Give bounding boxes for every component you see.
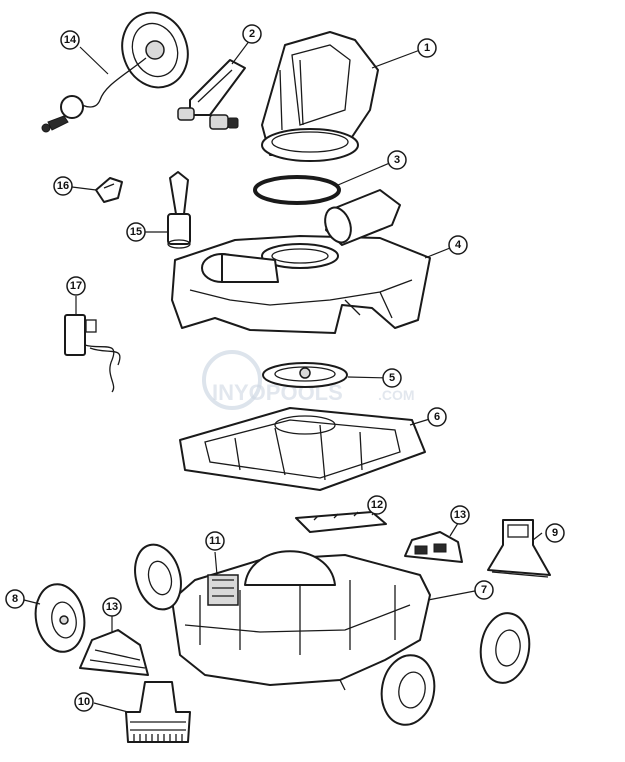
part-4-top-shell bbox=[171, 189, 431, 334]
callout-10-label: 10 bbox=[78, 696, 90, 708]
part-9-brush-holder bbox=[487, 519, 551, 578]
part-14-swivel-hose bbox=[41, 11, 189, 133]
callout-9: 9 bbox=[545, 523, 565, 543]
watermark-suffix: .COM bbox=[378, 387, 415, 403]
part-1-top-housing bbox=[261, 31, 379, 162]
callout-13-lower: 13 bbox=[102, 597, 122, 617]
callout-11: 11 bbox=[205, 531, 225, 551]
wheel-lower-right bbox=[380, 654, 436, 726]
callout-1-label: 1 bbox=[424, 42, 430, 54]
callout-14-label: 14 bbox=[64, 34, 77, 46]
callout-1: 1 bbox=[417, 38, 437, 58]
part-7-chassis bbox=[171, 550, 431, 691]
part-15-latch bbox=[167, 171, 191, 249]
callout-12: 12 bbox=[367, 495, 387, 515]
callout-8-label: 8 bbox=[12, 593, 18, 605]
part-16-clip bbox=[95, 177, 123, 203]
callout-14: 14 bbox=[60, 30, 80, 50]
callout-3: 3 bbox=[387, 150, 407, 170]
callout-13-upper: 13 bbox=[450, 505, 470, 525]
callout-5: 5 bbox=[382, 368, 402, 388]
callout-15: 15 bbox=[126, 222, 146, 242]
part-17-cord-connector bbox=[64, 314, 121, 393]
callout-16: 16 bbox=[53, 176, 73, 196]
part-12-strip bbox=[295, 511, 387, 533]
wheel-upper-left bbox=[134, 543, 182, 611]
callout-2: 2 bbox=[242, 24, 262, 44]
part-5-diaphragm bbox=[262, 362, 348, 388]
callout-11-label: 11 bbox=[209, 535, 221, 547]
callout-15-label: 15 bbox=[130, 226, 142, 238]
callout-13-lower-label: 13 bbox=[106, 601, 118, 613]
callout-6: 6 bbox=[427, 407, 447, 427]
callout-12-label: 12 bbox=[371, 499, 383, 511]
callout-7: 7 bbox=[474, 580, 494, 600]
leader-lines bbox=[23, 39, 543, 713]
callout-13-upper-label: 13 bbox=[454, 509, 466, 521]
part-13-bumper-upper bbox=[404, 531, 463, 563]
callout-17-label: 17 bbox=[70, 280, 82, 292]
callout-4-label: 4 bbox=[455, 239, 462, 251]
callout-2-label: 2 bbox=[249, 28, 255, 40]
callout-4: 4 bbox=[448, 235, 468, 255]
callout-3-label: 3 bbox=[394, 154, 400, 166]
callout-17: 17 bbox=[66, 276, 86, 296]
part-6-frame bbox=[179, 407, 426, 491]
callout-7-label: 7 bbox=[481, 584, 487, 596]
callout-5-label: 5 bbox=[389, 372, 395, 384]
callout-10: 10 bbox=[74, 692, 94, 712]
callout-8: 8 bbox=[5, 589, 25, 609]
wheel-right bbox=[479, 612, 531, 684]
part-2-flap bbox=[177, 59, 246, 130]
callout-16-label: 16 bbox=[57, 180, 69, 192]
part-3-o-ring bbox=[253, 175, 341, 205]
part-8-wheel bbox=[34, 583, 86, 653]
part-10-brush bbox=[125, 681, 191, 743]
callout-9-label: 9 bbox=[552, 527, 558, 539]
part-13-bumper-lower bbox=[79, 629, 149, 676]
callout-6-label: 6 bbox=[434, 411, 440, 423]
